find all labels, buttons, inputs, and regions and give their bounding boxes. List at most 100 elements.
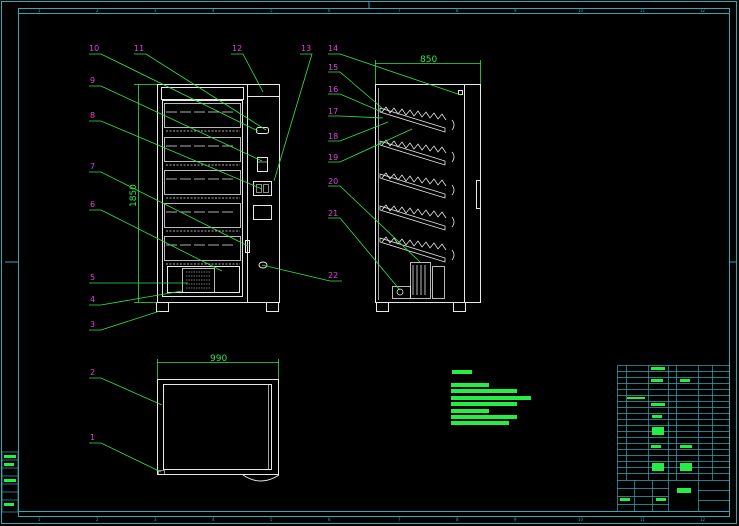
- leader-15: [328, 71, 383, 109]
- front-foot-left: [156, 302, 169, 312]
- part-label-16: 16: [328, 85, 338, 94]
- leader-1: [89, 442, 162, 473]
- bottom-ruler-label: 2: [96, 517, 99, 522]
- door-lock: [245, 240, 250, 253]
- shelf-row: [164, 137, 241, 162]
- spiral-coil: [381, 139, 447, 154]
- leader-13: [273, 53, 313, 182]
- top-ruler-label: 9: [514, 8, 517, 13]
- top-ruler-label: 2: [96, 8, 99, 13]
- title-block-outline: [617, 365, 730, 512]
- part-label-20: 20: [328, 177, 338, 186]
- side-hinge: [476, 180, 481, 209]
- spiral-coil: [381, 204, 447, 219]
- leader-2: [89, 377, 163, 406]
- leader-21: [328, 217, 401, 291]
- top-width-dimension: [157, 359, 279, 379]
- front-top-header: [161, 87, 244, 100]
- spiral-shelf: [379, 237, 446, 263]
- note-line: [451, 383, 489, 387]
- front-height-dimension: [134, 84, 157, 303]
- part-label-13: 13: [301, 44, 311, 53]
- top-ruler-label: 8: [456, 8, 459, 13]
- bottom-ruler-label: 10: [578, 517, 584, 522]
- side-foot-right: [453, 302, 466, 312]
- bottom-ruler-label: 4: [212, 517, 215, 522]
- spiral-coil: [381, 236, 447, 251]
- leader-14: [328, 53, 462, 96]
- leader-19: [328, 128, 413, 163]
- part-label-17: 17: [328, 107, 338, 116]
- top-ruler-label: 10: [578, 8, 584, 13]
- front-height-label: 1850: [129, 184, 139, 207]
- part-label-6: 6: [90, 200, 95, 209]
- side-compressor: [392, 262, 445, 299]
- part-label-1: 1: [90, 433, 95, 442]
- notes-title-bar: [452, 370, 472, 374]
- bottom-ruler-label: 6: [328, 517, 331, 522]
- leader-7: [89, 171, 249, 247]
- note-line: [451, 389, 517, 393]
- note-line: [451, 409, 489, 413]
- note-line: [451, 415, 517, 419]
- leader-20: [328, 185, 421, 263]
- leader-4: [89, 290, 183, 306]
- leader-8: [89, 120, 263, 190]
- part-label-8: 8: [90, 111, 95, 120]
- part-label-9: 9: [90, 76, 95, 85]
- spiral-coil: [381, 106, 447, 121]
- top-ruler-label: 6: [328, 8, 331, 13]
- leader-16: [328, 93, 383, 113]
- note-line: [451, 396, 531, 400]
- bottom-ruler-label: 12: [700, 517, 706, 522]
- part-label-4: 4: [90, 295, 95, 304]
- side-foot-left: [376, 302, 389, 312]
- top-ruler-label: 4: [212, 8, 215, 13]
- part-label-3: 3: [90, 320, 95, 329]
- part-label-22: 22: [328, 271, 338, 280]
- side-width-dimension: [375, 60, 481, 84]
- spiral-shelf: [379, 173, 446, 199]
- bottom-ruler: 1 2 3 4 5 6 7 8 9 10 11 12: [38, 517, 706, 522]
- part-label-11: 11: [134, 44, 144, 53]
- bottom-ruler-label: 1: [38, 517, 41, 522]
- leader-lines: [89, 53, 462, 473]
- leader-6: [89, 209, 223, 272]
- leader-3: [89, 310, 161, 331]
- leader-11: [134, 53, 267, 131]
- front-cabinet-outline: [157, 84, 280, 303]
- leader-10: [89, 53, 259, 132]
- spiral-shelf: [379, 107, 446, 133]
- top-ruler-label: 7: [398, 8, 401, 13]
- shelf-row: [164, 170, 241, 195]
- top-width-label: 990: [210, 354, 227, 364]
- top-ruler: 1 2 3 4 5 6 7 8 9 10 11 12: [38, 8, 706, 13]
- front-foot-right: [266, 302, 279, 312]
- shelf-row: [164, 203, 241, 228]
- top-ruler-label: 5: [270, 8, 273, 13]
- part-label-10: 10: [89, 44, 99, 53]
- bottom-ruler-label: 7: [398, 517, 401, 522]
- bill-acceptor: [257, 157, 268, 172]
- leader-17: [328, 115, 384, 119]
- compressor-box: [182, 268, 215, 293]
- part-label-2: 2: [90, 368, 95, 377]
- note-line: [451, 402, 517, 406]
- part-label-12: 12: [232, 44, 242, 53]
- part-label-21: 21: [328, 209, 338, 218]
- leader-9: [89, 85, 263, 162]
- title-block: [617, 365, 730, 512]
- top-ruler-label: 11: [640, 8, 646, 13]
- technical-notes: [451, 370, 531, 425]
- left-stamp-block: [1, 451, 19, 513]
- side-width-label: 850: [420, 55, 437, 65]
- bottom-ruler-label: 3: [154, 517, 157, 522]
- inner-border: [18, 8, 730, 517]
- bottom-ruler-label: 9: [514, 517, 517, 522]
- top-ruler-label: 1: [38, 8, 41, 13]
- part-label-5: 5: [90, 273, 95, 282]
- display-panel: [253, 205, 272, 220]
